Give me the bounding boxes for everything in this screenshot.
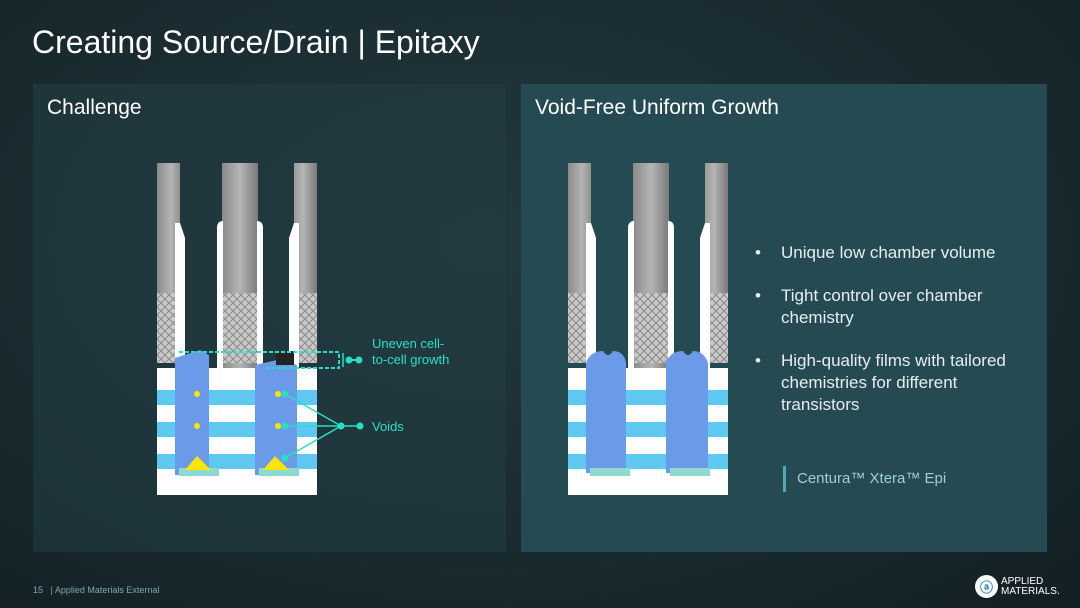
feature-list: Unique low chamber volume Tight control … bbox=[755, 242, 1025, 437]
feature-item: Tight control over chamber chemistry bbox=[755, 285, 1025, 329]
footer: 15 | Applied Materials External bbox=[33, 585, 159, 595]
epi-column-left bbox=[175, 350, 209, 475]
epi-column-left bbox=[586, 351, 626, 473]
applied-materials-logo: ⓐ APPLIED MATERIALS. bbox=[975, 575, 1060, 598]
logo-text: APPLIED MATERIALS. bbox=[1001, 575, 1060, 597]
challenge-diagram bbox=[157, 163, 317, 495]
feature-item: High-quality films with tailored chemist… bbox=[755, 350, 1025, 416]
annotation-lines bbox=[179, 351, 364, 462]
gap-region bbox=[276, 351, 294, 365]
uneven-growth-label: Uneven cell-to-cell growth bbox=[372, 336, 450, 367]
challenge-heading: Challenge bbox=[47, 96, 142, 119]
epi-column-right bbox=[666, 351, 708, 473]
solution-diagram bbox=[568, 163, 728, 495]
product-name: Centura™ Xtera™ Epi bbox=[783, 466, 946, 492]
solution-heading: Void-Free Uniform Growth bbox=[535, 96, 779, 119]
epi-column-right bbox=[255, 360, 297, 475]
page-number: 15 bbox=[33, 585, 44, 595]
slide-title: Creating Source/Drain | Epitaxy bbox=[32, 24, 480, 60]
footer-label: | Applied Materials External bbox=[50, 585, 160, 595]
void-markers bbox=[185, 391, 289, 470]
feature-item: Unique low chamber volume bbox=[755, 242, 1025, 264]
voids-label: Voids bbox=[372, 419, 404, 434]
logo-icon: ⓐ bbox=[975, 575, 998, 598]
